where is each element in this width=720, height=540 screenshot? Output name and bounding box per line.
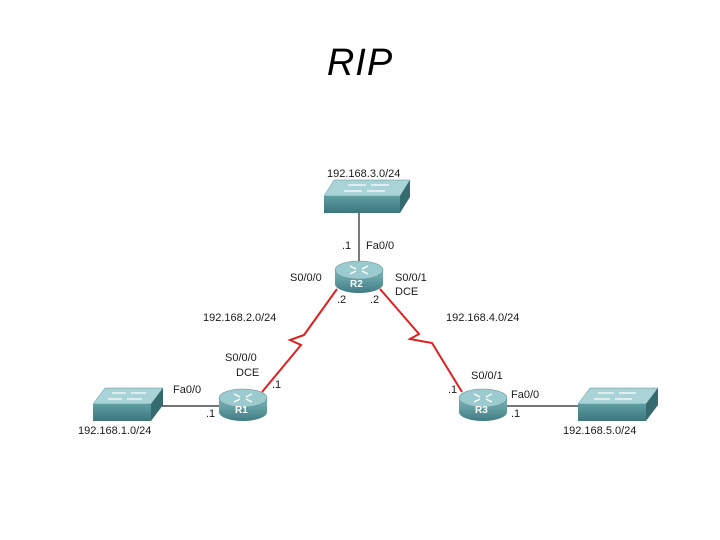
r2-fa-interface-label: Fa0/0 xyxy=(366,240,395,252)
network-label-192-168-4: 192.168.4.0/24 xyxy=(446,312,520,324)
router-r3 xyxy=(458,388,508,421)
network-label-192-168-5: 192.168.5.0/24 xyxy=(563,425,637,437)
r3-serial-host-label: .1 xyxy=(448,384,458,396)
slide-title: RIP xyxy=(326,42,394,84)
switch-left xyxy=(92,387,164,421)
r3-fa-host-label: .1 xyxy=(511,408,521,420)
router-r2 xyxy=(334,260,384,293)
r2-dce-label: DCE xyxy=(395,286,419,298)
r3-fa-interface-label: Fa0/0 xyxy=(511,389,540,401)
r2-fa-host-label: .1 xyxy=(342,240,352,252)
r1-dce-label: DCE xyxy=(236,367,260,379)
r2-s000-host-label: .2 xyxy=(337,294,347,306)
switch-right xyxy=(577,387,659,421)
router-r3-name: R3 xyxy=(475,405,488,416)
r1-s000-interface-label: S0/0/0 xyxy=(225,352,257,364)
r1-fa-interface-label: Fa0/0 xyxy=(173,384,202,396)
network-label-192-168-1: 192.168.1.0/24 xyxy=(78,425,152,437)
network-label-192-168-3: 192.168.3.0/24 xyxy=(327,168,401,180)
r3-s001-interface-label: S0/0/1 xyxy=(471,370,503,382)
router-r2-name: R2 xyxy=(350,279,363,290)
r1-fa-host-label: .1 xyxy=(206,408,216,420)
serial-link-r2-r3 xyxy=(379,288,463,393)
router-r1 xyxy=(218,388,268,421)
r2-s000-interface-label: S0/0/0 xyxy=(290,272,322,284)
switch-top xyxy=(323,179,411,213)
serial-link-r1-r2 xyxy=(261,288,338,393)
r2-s001-host-label: .2 xyxy=(370,294,380,306)
network-label-192-168-2: 192.168.2.0/24 xyxy=(203,312,277,324)
router-r1-name: R1 xyxy=(235,405,248,416)
r1-serial-host-label: .1 xyxy=(272,379,282,391)
r2-s001-interface-label: S0/0/1 xyxy=(395,272,427,284)
